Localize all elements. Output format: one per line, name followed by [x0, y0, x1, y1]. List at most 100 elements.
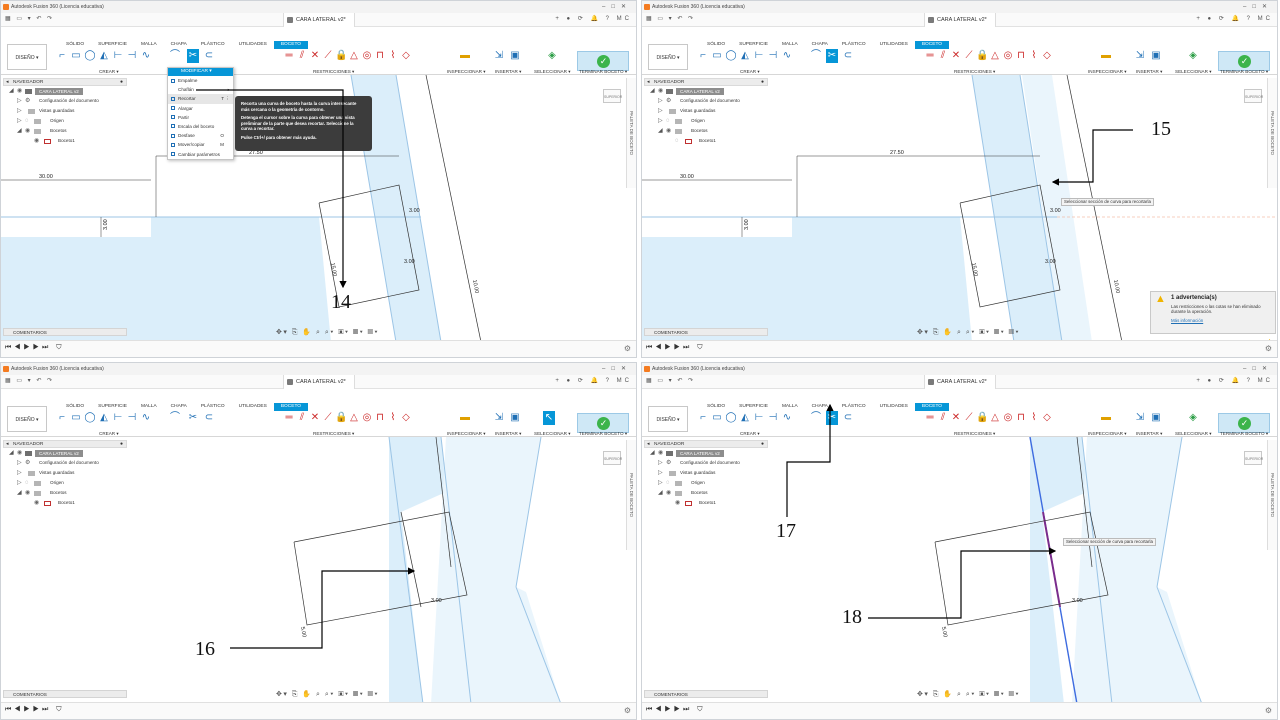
document-tab[interactable]: CARA LATERAL v2* [924, 375, 996, 389]
tab-superficie[interactable]: SUPERFICIE [98, 404, 127, 409]
select-icon[interactable]: ◈ [1189, 50, 1197, 61]
tab-superficie[interactable]: SUPERFICIE [98, 42, 127, 47]
tree-item[interactable]: ◢◉Bocetos [3, 488, 127, 498]
midpoint-icon[interactable]: ⊓ [1017, 412, 1025, 423]
group-seleccionar[interactable]: SELECCIONAR ▾ [1175, 69, 1212, 74]
tab-utilidades[interactable]: UTILIDADES [879, 404, 908, 409]
sketch-palette[interactable]: PALETA DE BOCETO [626, 440, 636, 550]
perpendicular-icon[interactable]: ✕ [951, 412, 961, 423]
dim-3b[interactable]: 3.00 [1050, 208, 1061, 214]
tree-item[interactable]: ◢◉Bocetos [3, 126, 127, 136]
tab-malla[interactable]: MALLA [781, 42, 798, 47]
selected-sketch-line[interactable] [1029, 437, 1078, 704]
expand-triangle-icon[interactable]: ▷ [17, 118, 22, 124]
tab-boceto[interactable]: BOCETO [273, 41, 309, 49]
tree-item[interactable]: ◌Boceto1 [644, 136, 768, 146]
gear-icon[interactable]: ⚙ [623, 706, 631, 715]
more-info-link[interactable]: Más información [1171, 317, 1204, 323]
view-cube[interactable]: SUPERIOR [1244, 89, 1263, 103]
dim-3c[interactable]: 3.00 [1045, 259, 1056, 265]
collapse-triangle-icon[interactable]: ◢ [17, 490, 22, 496]
dim-15[interactable]: 15.00 [970, 262, 978, 277]
tab-plastico[interactable]: PLÁSTICO [200, 42, 225, 47]
expand-triangle-icon[interactable]: ▷ [17, 460, 22, 466]
visibility-icon[interactable]: ◉ [666, 490, 672, 496]
spline-icon[interactable]: ∿ [141, 412, 151, 423]
window-controls[interactable]: –□✕ [602, 366, 632, 372]
finish-sketch-button[interactable]: ✓ [1218, 413, 1270, 433]
construction-line[interactable] [1076, 437, 1093, 568]
window-controls[interactable]: –□✕ [1243, 4, 1273, 10]
coincident-icon[interactable]: ⟋ [965, 50, 973, 61]
dim-3a[interactable]: 3.00 [103, 219, 109, 230]
rectangle-icon[interactable]: ▭ [712, 50, 722, 61]
arc-icon[interactable]: ◭ [741, 412, 749, 423]
group-terminar[interactable]: TERMINAR BOCETO ▾ [1220, 431, 1269, 436]
curvature-icon[interactable]: ◇ [1043, 412, 1051, 423]
construction-line[interactable] [435, 437, 452, 568]
group-inspeccionar[interactable]: INSPECCIONAR ▾ [1088, 431, 1127, 436]
visibility-icon[interactable]: ◌ [25, 480, 29, 486]
menu-item-partir[interactable]: Partir [168, 113, 233, 122]
tab-solido[interactable]: SÓLIDO [707, 404, 726, 409]
sketch-line[interactable] [515, 586, 562, 704]
collapse-triangle-icon[interactable]: ◢ [9, 450, 14, 456]
workspace-switcher[interactable]: DISEÑO ▾ [648, 44, 688, 70]
expand-triangle-icon[interactable]: ▷ [658, 460, 663, 466]
quick-access-toolbar[interactable]: ▦ ▭ ▾ ↶ ↷ [5, 378, 55, 384]
comments-panel[interactable]: COMENTARIOS [3, 328, 127, 336]
mirror-icon[interactable]: ⊣ [768, 412, 778, 423]
tab-plastico[interactable]: PLÁSTICO [200, 404, 225, 409]
navigation-toolbar[interactable]: ✥▾ ⎘ ✋ ⌕ ⌕▾ ▣▾ ▦▾ ▤▾ [276, 329, 379, 336]
rectangle-icon[interactable]: ▭ [712, 412, 722, 423]
circle-icon[interactable]: ◯ [725, 412, 737, 423]
workspace-switcher[interactable]: DISEÑO ▾ [7, 406, 47, 432]
expand-triangle-icon[interactable]: ▷ [658, 470, 663, 476]
mirror-icon[interactable]: ⊣ [127, 50, 137, 61]
sketch-rectangle[interactable] [959, 184, 1061, 308]
gear-icon[interactable]: ⚙ [623, 344, 631, 353]
midpoint-icon[interactable]: ⊓ [376, 50, 384, 61]
comments-panel[interactable]: COMENTARIOS [644, 690, 768, 698]
insert-icon[interactable]: ⇲ [1135, 412, 1145, 423]
navigator-header[interactable]: NAVEGADOR [3, 78, 127, 86]
fix-icon[interactable]: 🔒 [335, 50, 348, 61]
sketch-palette[interactable]: PALETA DE BOCETO [1267, 78, 1277, 188]
gear-icon[interactable]: ⚙ [1264, 344, 1272, 353]
group-seleccionar[interactable]: SELECCIONAR ▾ [534, 69, 571, 74]
finish-sketch-button[interactable]: ✓ [577, 413, 629, 433]
visibility-icon[interactable]: ◉ [666, 128, 672, 134]
tree-item[interactable]: ▷Vistas guardadas [644, 106, 768, 116]
collapse-triangle-icon[interactable]: ◢ [650, 450, 655, 456]
header-icons[interactable]: + ● ⟳ 🔔 ? MC [1196, 16, 1273, 22]
spline-icon[interactable]: ∿ [141, 50, 151, 61]
trim-icon[interactable]: ✂ [826, 49, 838, 63]
document-tab[interactable]: CARA LATERAL v2* [924, 13, 996, 27]
visibility-icon[interactable]: ◉ [34, 500, 40, 506]
triangle-icon[interactable]: △ [350, 50, 358, 61]
insert-icon[interactable]: ⇲ [494, 50, 504, 61]
triangle-icon[interactable]: △ [991, 50, 999, 61]
horizontal-constraint-icon[interactable]: ═ [926, 412, 934, 423]
group-inspeccionar[interactable]: INSPECCIONAR ▾ [447, 69, 486, 74]
dim-3[interactable]: 3.00 [1072, 598, 1083, 604]
timeline-controls[interactable]: ⏮◀▶▶⏭ ⛉ [646, 344, 706, 351]
arc-icon[interactable]: ◭ [100, 412, 108, 423]
expand-triangle-icon[interactable]: ▷ [658, 108, 663, 114]
coincident-icon[interactable]: ⟋ [324, 412, 332, 423]
line-icon[interactable]: ⌐ [59, 412, 65, 423]
tree-root[interactable]: ◢◉CARA LATERAL v2 [3, 448, 127, 458]
tab-chapa[interactable]: CHAPA [170, 404, 187, 409]
menu-item-empalme[interactable]: Empalme [168, 76, 233, 85]
horizontal-constraint-icon[interactable]: ═ [285, 50, 293, 61]
insert-icon[interactable]: ⇲ [494, 412, 504, 423]
visibility-icon[interactable]: ◉ [25, 490, 31, 496]
workspace-switcher[interactable]: DISEÑO ▾ [648, 406, 688, 432]
tab-chapa[interactable]: CHAPA [170, 42, 187, 47]
parallel-icon[interactable]: ⫽ [940, 50, 946, 61]
tab-utilidades[interactable]: UTILIDADES [879, 42, 908, 47]
workspace-switcher[interactable]: DISEÑO ▾ [7, 44, 47, 70]
window-controls[interactable]: –□✕ [1243, 366, 1273, 372]
